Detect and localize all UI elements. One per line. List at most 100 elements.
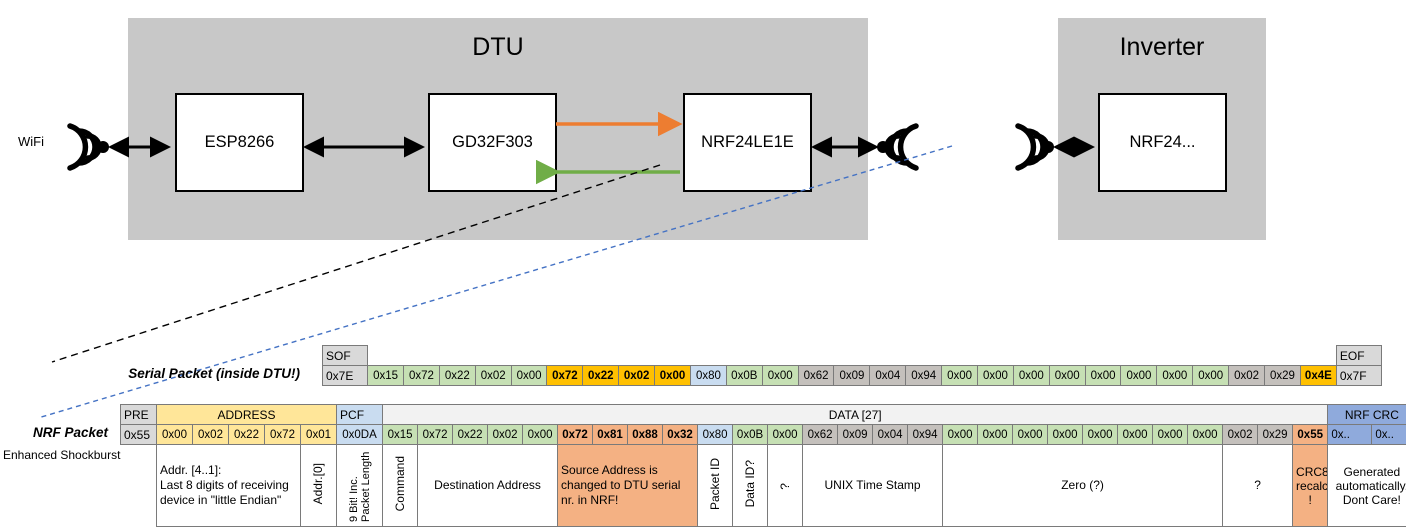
serial-byte-cell: 0x72 bbox=[547, 366, 583, 386]
chip-esp8266-label: ESP8266 bbox=[205, 133, 275, 152]
desc-addr0: Addr.[0] bbox=[301, 445, 337, 527]
nrf-byte-cell: 0x55 bbox=[1293, 425, 1328, 445]
desc-generated: Generated automatically. Dont Care! bbox=[1328, 445, 1406, 527]
nrf-pre-value: 0x55 bbox=[121, 425, 157, 445]
serial-byte-cell: 0x22 bbox=[439, 366, 475, 386]
nrf-byte-cell: 0x00 bbox=[1188, 425, 1223, 445]
desc-pre-empty bbox=[121, 445, 157, 527]
serial-byte-cell: 0x72 bbox=[403, 366, 439, 386]
nrf-address-byte: 0x00 bbox=[157, 425, 193, 445]
nrf-packet-table: PRE ADDRESS PCF DATA [27] NRF CRC 0x55 0… bbox=[120, 404, 1406, 527]
serial-byte-cell: 0x4E bbox=[1300, 366, 1336, 386]
desc-question: ? bbox=[1223, 445, 1293, 527]
desc-source-text: Source Address is changed to DTU serial … bbox=[561, 463, 680, 507]
serial-header-row: SOF EOF bbox=[323, 346, 1382, 366]
desc-command: Command bbox=[383, 445, 418, 527]
serial-eof-header: EOF bbox=[1336, 346, 1381, 366]
desc-data-id-text: Data ID? bbox=[744, 460, 757, 507]
desc-packet-id: Packet ID bbox=[698, 445, 733, 527]
nrf-byte-cell: 0x00 bbox=[768, 425, 803, 445]
desc-address-text: Addr. [4..1]: Last 8 digits of receiving… bbox=[160, 463, 289, 507]
serial-byte-cell: 0x00 bbox=[1193, 366, 1229, 386]
nrf-byte-cell: 0x00 bbox=[1153, 425, 1188, 445]
nrf-header-row: PRE ADDRESS PCF DATA [27] NRF CRC bbox=[121, 405, 1406, 425]
desc-unix-text: UNIX Time Stamp bbox=[825, 478, 921, 492]
nrf-byte-cell: 0x22 bbox=[453, 425, 488, 445]
serial-byte-cell: 0x02 bbox=[475, 366, 511, 386]
desc-generated-text: Generated automatically. Dont Care! bbox=[1336, 465, 1406, 507]
serial-sof-header: SOF bbox=[323, 346, 368, 366]
packet-tables: Serial Packet (inside DTU!) NRF Packet E… bbox=[0, 340, 1406, 523]
chip-nrf24le1e-label: NRF24LE1E bbox=[701, 133, 794, 152]
nrf-byte-cell: 0x09 bbox=[838, 425, 873, 445]
serial-byte-cell: 0x80 bbox=[690, 366, 726, 386]
chip-gd32f303: GD32F303 bbox=[428, 93, 557, 192]
desc-pcf: 9 Bit! Inc. Packet Length bbox=[337, 445, 383, 527]
nrf-crc-byte: 0x.. bbox=[1328, 425, 1372, 445]
nrf-address-header: ADDRESS bbox=[157, 405, 337, 425]
serial-byte-cell: 0x00 bbox=[1013, 366, 1049, 386]
nrf-byte-cell: 0x00 bbox=[1013, 425, 1048, 445]
serial-byte-cell: 0x15 bbox=[368, 366, 404, 386]
serial-byte-cell: 0x00 bbox=[1049, 366, 1085, 386]
nrf-byte-cell: 0x02 bbox=[488, 425, 523, 445]
desc-addr0-text: Addr.[0] bbox=[312, 463, 325, 504]
desc-crc8: CRC8 recalc. ! bbox=[1293, 445, 1328, 527]
nrf-byte-cell: 0x0B bbox=[733, 425, 768, 445]
nrf-byte-cell: 0x29 bbox=[1258, 425, 1293, 445]
serial-byte-cell: 0x00 bbox=[942, 366, 978, 386]
desc-destination-text: Destination Address bbox=[434, 478, 541, 492]
desc-tilde: ? bbox=[768, 445, 803, 527]
desc-tilde-text: ? bbox=[779, 483, 792, 490]
nrf-byte-cell: 0x02 bbox=[1223, 425, 1258, 445]
chip-nrf24: NRF24... bbox=[1098, 93, 1227, 192]
desc-question-text: ? bbox=[1254, 478, 1261, 492]
serial-byte-cell: 0x02 bbox=[619, 366, 655, 386]
nrf-byte-cell: 0x94 bbox=[908, 425, 943, 445]
chip-nrf24-label: NRF24... bbox=[1129, 133, 1195, 152]
nrf-byte-cell: 0x81 bbox=[593, 425, 628, 445]
serial-byte-cell: 0x00 bbox=[1121, 366, 1157, 386]
nrf-byte-cell: 0x72 bbox=[558, 425, 593, 445]
nrf-byte-cell: 0x32 bbox=[663, 425, 698, 445]
serial-byte-cell: 0x0B bbox=[726, 366, 762, 386]
nrf-packet-label: NRF Packet bbox=[0, 425, 108, 440]
desc-zero: Zero (?) bbox=[943, 445, 1223, 527]
nrf-pcf-header: PCF bbox=[337, 405, 383, 425]
serial-byte-cell: 0x00 bbox=[762, 366, 798, 386]
serial-eof-value: 0x7F bbox=[1336, 366, 1381, 386]
nrf-byte-cell: 0x04 bbox=[873, 425, 908, 445]
wifi-label: WiFi bbox=[18, 134, 44, 149]
chip-nrf24le1e: NRF24LE1E bbox=[683, 93, 812, 192]
desc-unix: UNIX Time Stamp bbox=[803, 445, 943, 527]
serial-byte-cell: 0x00 bbox=[1157, 366, 1193, 386]
desc-destination: Destination Address bbox=[418, 445, 558, 527]
desc-zero-text: Zero (?) bbox=[1061, 478, 1104, 492]
nrf-pcf-value: 0x0DA bbox=[337, 425, 383, 445]
block-diagram: DTU Inverter ESP8266 GD32F303 NRF24LE1E … bbox=[0, 0, 1406, 280]
serial-byte-cell: 0x04 bbox=[870, 366, 906, 386]
nrf-byte-cell: 0x00 bbox=[523, 425, 558, 445]
nrf-address-byte: 0x01 bbox=[301, 425, 337, 445]
nrf-byte-cell: 0x72 bbox=[418, 425, 453, 445]
nrf-pre-header: PRE bbox=[121, 405, 157, 425]
nrf-address-byte: 0x02 bbox=[193, 425, 229, 445]
nrf-crc-byte: 0x.. bbox=[1372, 425, 1406, 445]
nrf-byte-cell: 0x00 bbox=[1048, 425, 1083, 445]
serial-byte-cell: 0x94 bbox=[906, 366, 942, 386]
serial-byte-cell: 0x09 bbox=[834, 366, 870, 386]
nrf-byte-cell: 0x62 bbox=[803, 425, 838, 445]
serial-byte-cell: 0x29 bbox=[1264, 366, 1300, 386]
desc-command-text: Command bbox=[394, 456, 407, 511]
nrf-byte-cell: 0x80 bbox=[698, 425, 733, 445]
nrf-address-byte: 0x22 bbox=[229, 425, 265, 445]
serial-byte-cell: 0x00 bbox=[655, 366, 691, 386]
serial-header-gap bbox=[368, 346, 1337, 366]
serial-byte-cell: 0x62 bbox=[798, 366, 834, 386]
nrf-byte-cell: 0x88 bbox=[628, 425, 663, 445]
nrf-byte-cell: 0x00 bbox=[978, 425, 1013, 445]
desc-source: Source Address is changed to DTU serial … bbox=[558, 445, 698, 527]
nrf-address-byte: 0x72 bbox=[265, 425, 301, 445]
